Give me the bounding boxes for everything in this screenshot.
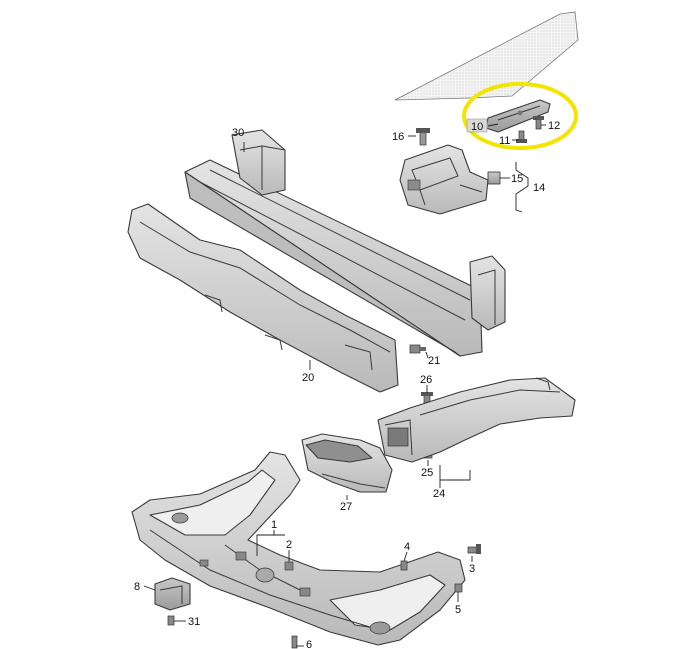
label-12: 12 (548, 120, 560, 132)
callout-labels: 10 11 12 16 15 14 30 20 21 26 25 24 27 1… (134, 120, 560, 649)
label-26: 26 (420, 374, 432, 386)
screw-12 (533, 116, 544, 130)
label-6: 6 (306, 639, 312, 649)
front-subframe[interactable] (131, 451, 466, 646)
label-3: 3 (469, 563, 475, 575)
bolt-16 (416, 128, 430, 146)
label-16: 16 (392, 131, 404, 143)
label-4: 4 (404, 541, 410, 553)
bumper-reinforcement-beam[interactable] (184, 129, 506, 357)
air-duct-24[interactable] (377, 377, 576, 463)
bolt-4 (400, 560, 408, 571)
label-27: 27 (340, 501, 352, 513)
energy-absorber-foam[interactable] (127, 203, 399, 393)
label-25: 25 (421, 467, 433, 479)
label-31: 31 (188, 616, 200, 628)
bolt-3 (467, 544, 481, 554)
label-8: 8 (134, 581, 140, 593)
bolt-31 (167, 615, 175, 626)
label-30: 30 (232, 127, 244, 139)
label-15: 15 (511, 173, 523, 185)
label-24: 24 (433, 488, 445, 500)
mounting-bracket-assembly[interactable] (399, 144, 489, 215)
label-2: 2 (286, 539, 292, 551)
air-duct-27[interactable] (301, 433, 393, 493)
bolt-21 (409, 344, 426, 354)
nut-5 (454, 583, 463, 593)
body-panel-corner (394, 11, 579, 101)
label-21: 21 (428, 355, 440, 367)
label-10-highlight-box (466, 118, 488, 133)
label-11: 11 (499, 135, 510, 147)
bolt-6 (291, 635, 298, 649)
leader-lines (143, 123, 546, 647)
label-1: 1 (271, 519, 277, 531)
label-10: 10 (471, 121, 483, 133)
mount-bracket-8[interactable] (154, 577, 191, 611)
label-5: 5 (455, 604, 461, 616)
highlight-circle (462, 82, 578, 150)
label-14: 14 (533, 182, 545, 194)
screw-11 (516, 130, 527, 143)
clip-2 (284, 561, 294, 571)
label-20: 20 (302, 372, 314, 384)
clip-15 (487, 171, 501, 185)
